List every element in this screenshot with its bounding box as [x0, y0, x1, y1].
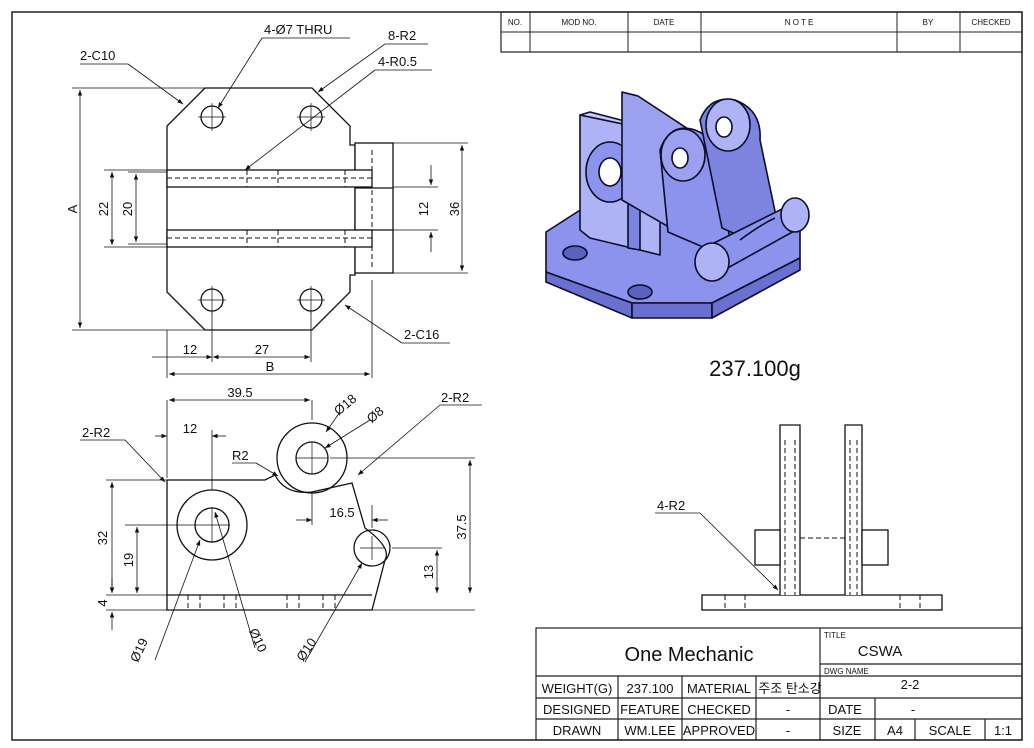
front-view: [80, 397, 482, 663]
callout-4-r05: 4-R0.5: [378, 54, 417, 69]
designed-label: DESIGNED: [543, 702, 611, 717]
dim-front-19: 19: [121, 553, 136, 567]
approved-label: APPROVED: [683, 723, 755, 738]
callout-8-r2: 8-R2: [388, 28, 416, 43]
callout-dia10-a: Ø10: [246, 626, 270, 655]
approved-value: -: [786, 723, 790, 738]
dim-27: 27: [255, 342, 269, 357]
title-label: TITLE: [824, 631, 846, 640]
weight-label: WEIGHT(G): [542, 681, 613, 696]
material-label: MATERIAL: [687, 681, 751, 696]
hole-top-left: [198, 103, 226, 131]
rev-header-no: NO.: [508, 18, 522, 27]
drawing-title: CSWA: [858, 643, 902, 660]
dim-front-32: 32: [95, 531, 110, 545]
callout-2-c10: 2-C10: [80, 48, 115, 63]
size-value: A4: [887, 723, 903, 738]
title-block: [535, 627, 1023, 741]
scale-label: SCALE: [929, 723, 972, 738]
rev-header-note: N O T E: [785, 18, 814, 27]
revision-table: NO. MOD NO. DATE N O T E BY CHECKED: [500, 11, 1023, 53]
date-value: -: [911, 702, 915, 717]
hole-bottom-right: [297, 286, 325, 314]
callout-front-2-r2-left: 2-R2: [82, 425, 110, 440]
callout-front-r2: R2: [232, 448, 249, 463]
isometric-model: [545, 91, 810, 319]
rev-header-checked: CHECKED: [971, 18, 1010, 27]
callout-front-2-r2-right: 2-R2: [441, 390, 469, 405]
sheet-border: [11, 11, 1023, 741]
dim-20: 20: [120, 202, 135, 216]
callout-dia19: Ø19: [127, 636, 151, 665]
dim-36: 36: [447, 202, 462, 216]
dwg-name: 2-2: [901, 677, 920, 692]
date-label: DATE: [828, 702, 862, 717]
callout-holes: 4-Ø7 THRU: [264, 22, 332, 37]
mass-label: 237.100g: [709, 356, 801, 381]
dim-b: B: [266, 359, 275, 374]
checked-value: -: [786, 702, 790, 717]
dim-front-13: 13: [421, 565, 436, 579]
hole-top-right: [297, 103, 325, 131]
callout-dia8: Ø8: [364, 403, 387, 426]
material-value: 주조 탄소강: [758, 681, 821, 696]
company-name: One Mechanic: [625, 644, 754, 666]
dim-a: A: [65, 204, 80, 213]
checked-label: CHECKED: [687, 702, 751, 717]
dim-12-top: 12: [416, 202, 431, 216]
callout-side-4-r2: 4-R2: [657, 498, 685, 513]
size-label: SIZE: [833, 723, 862, 738]
title-block-text: One Mechanic TITLE CSWA DWG NAME 2-2 WEI…: [542, 631, 1012, 738]
top-view-labels: 2-C10 4-Ø7 THRU 8-R2 4-R0.5 2-C16 A 22 2…: [65, 22, 462, 374]
designed-value: FEATURE: [620, 702, 680, 717]
scale-value: 1:1: [994, 723, 1012, 738]
dim-39-5: 39.5: [227, 385, 252, 400]
callout-2-c16: 2-C16: [404, 327, 439, 342]
dim-front-4: 4: [95, 599, 110, 606]
dim-front-12: 12: [183, 421, 197, 436]
top-view: [72, 37, 468, 378]
callout-dia18: Ø18: [331, 391, 359, 418]
dim-12-bottom: 12: [183, 342, 197, 357]
drawn-value: WM.LEE: [624, 723, 676, 738]
dim-16-5: 16.5: [329, 505, 354, 520]
drawn-label: DRAWN: [553, 723, 602, 738]
hole-bottom-left: [198, 286, 226, 314]
weight-value: 237.100: [627, 681, 674, 696]
dwg-name-label: DWG NAME: [824, 667, 869, 676]
dim-22: 22: [96, 202, 111, 216]
dim-front-37-5: 37.5: [454, 514, 469, 539]
rev-header-mod-no: MOD NO.: [561, 18, 596, 27]
side-view: [655, 424, 943, 611]
rev-header-by: BY: [923, 18, 934, 27]
callout-dia10-b: Ø10: [293, 635, 319, 664]
rev-header-date: DATE: [654, 18, 675, 27]
